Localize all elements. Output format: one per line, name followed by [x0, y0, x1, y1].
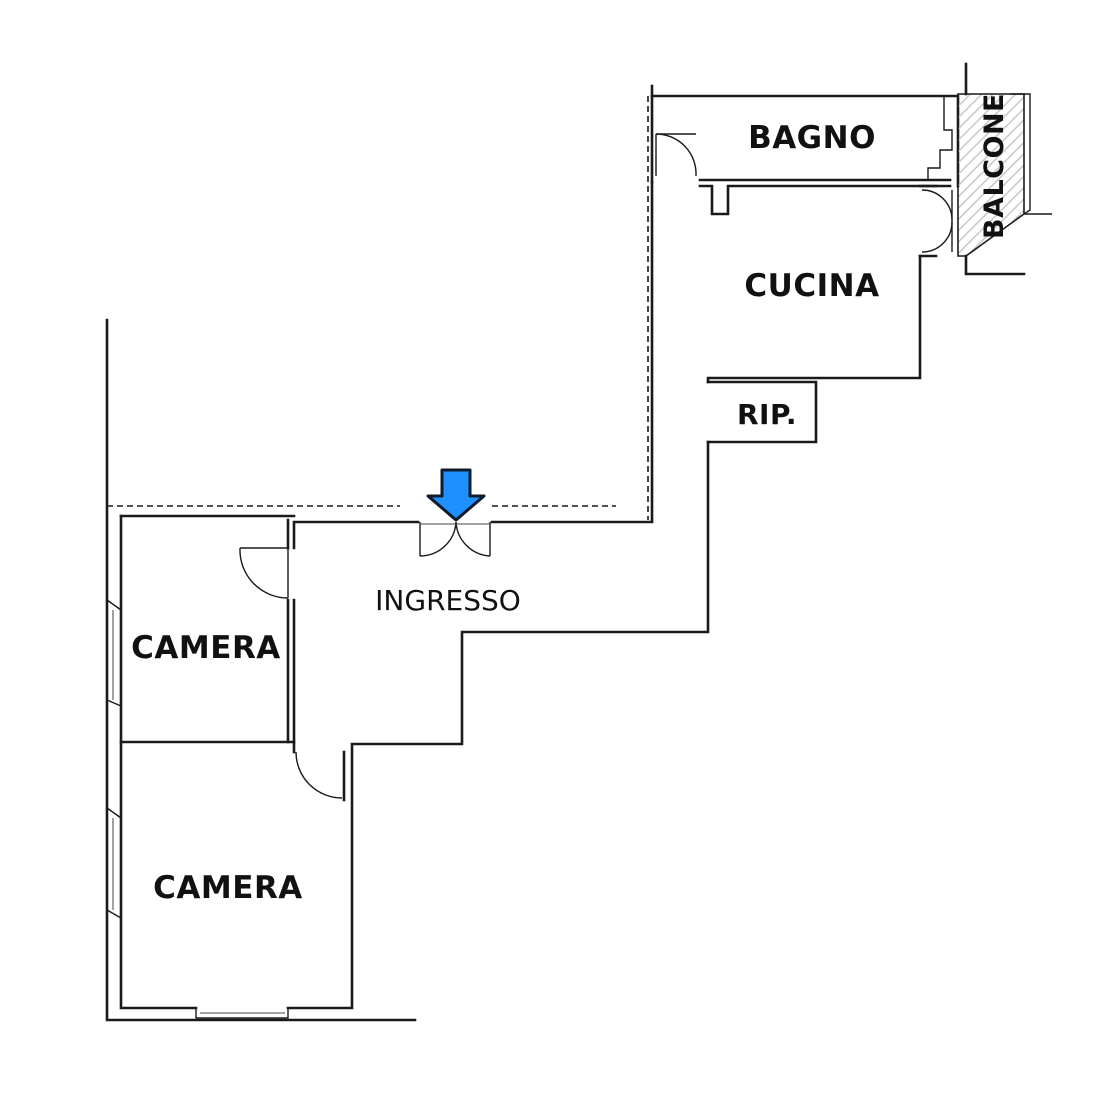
dashed-walls	[107, 96, 649, 520]
label-balcone: BALCONE	[979, 93, 1010, 239]
label-rip: RIP.	[737, 398, 797, 431]
label-camera-top: CAMERA	[131, 630, 281, 666]
label-cucina: CUCINA	[744, 268, 879, 304]
outer-walls	[105, 84, 960, 1022]
entrance-arrow-icon	[426, 468, 486, 522]
label-bagno: BAGNO	[748, 120, 876, 156]
label-camera-bottom: CAMERA	[153, 870, 303, 906]
doors	[239, 133, 953, 799]
label-ingresso: INGRESSO	[375, 584, 521, 617]
internal-walls	[106, 96, 953, 919]
balcony	[957, 62, 1052, 276]
